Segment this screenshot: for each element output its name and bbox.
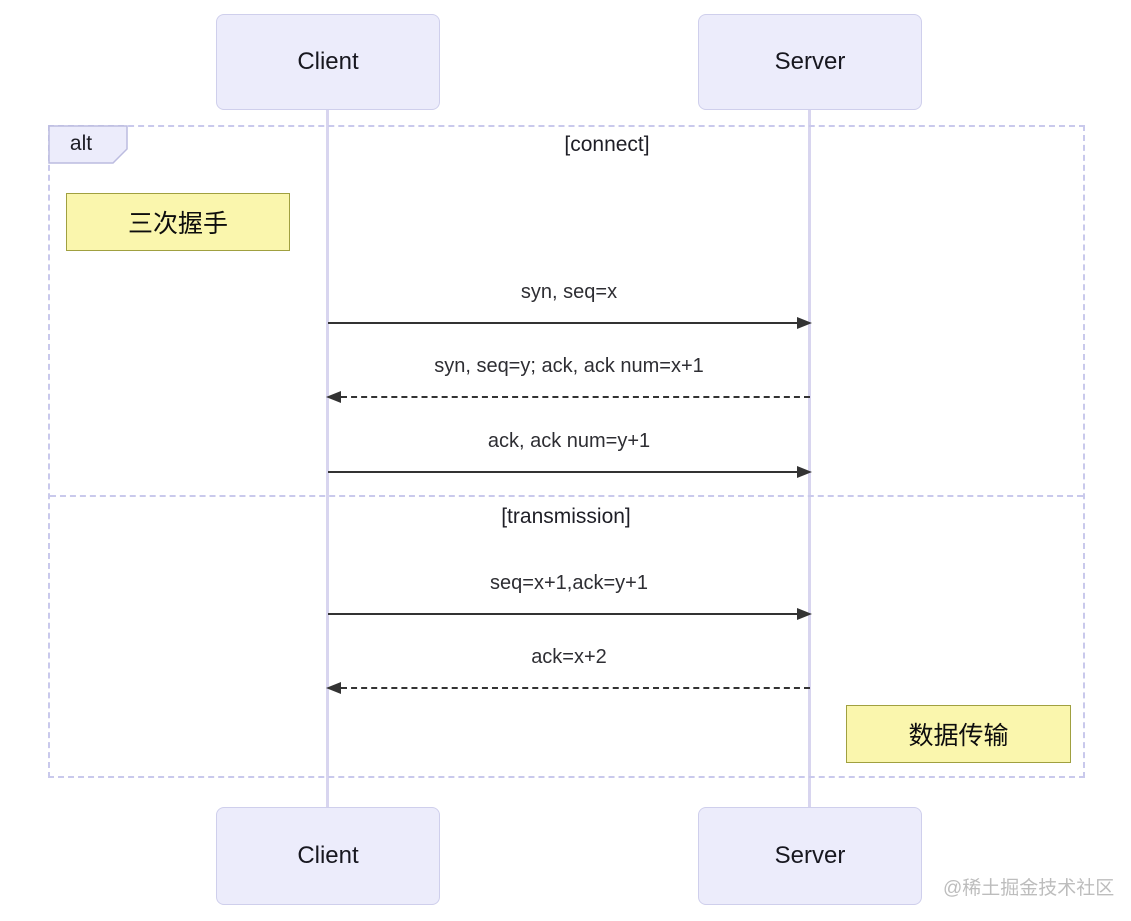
arrowhead-left-icon — [326, 682, 341, 694]
arrowhead-right-icon — [797, 608, 812, 620]
note-three-way-handshake: 三次握手 — [66, 193, 290, 251]
participant-box-client-top: Client — [216, 14, 440, 110]
alt-frame — [48, 125, 1085, 778]
watermark: @稀土掘金技术社区 — [943, 878, 1115, 899]
alt-section-divider — [50, 495, 1083, 497]
participant-box-server-bottom: Server — [698, 807, 922, 905]
lifeline-client — [326, 110, 329, 807]
alt-operator-tab-shape — [48, 125, 128, 164]
message-arrow-line — [328, 613, 798, 615]
participant-box-server-top: Server — [698, 14, 922, 110]
arrowhead-right-icon — [797, 466, 812, 478]
message-arrow-line — [341, 396, 810, 398]
participant-label-server: Server — [774, 842, 846, 869]
note-data-transmission: 数据传输 — [846, 705, 1071, 763]
message-arrow-line — [341, 687, 810, 689]
section-label-connect: [connect] — [564, 133, 650, 156]
message-text: syn, seq=y; ack, ack num=x+1 — [434, 355, 704, 377]
participant-label-client: Client — [297, 842, 359, 869]
section-label-transmission: [transmission] — [501, 505, 631, 528]
message-arrow-line — [328, 471, 798, 473]
participant-label-server: Server — [774, 48, 846, 75]
message-text: syn, seq=x — [520, 281, 618, 303]
participant-box-client-bottom: Client — [216, 807, 440, 905]
participant-label-client: Client — [297, 48, 359, 75]
arrowhead-left-icon — [326, 391, 341, 403]
arrowhead-right-icon — [797, 317, 812, 329]
lifeline-server — [808, 110, 811, 807]
alt-operator-label: alt — [69, 132, 93, 155]
message-text: seq=x+1,ack=y+1 — [490, 572, 648, 594]
message-text: ack=x+2 — [531, 646, 607, 668]
message-text: ack, ack num=y+1 — [487, 430, 651, 452]
message-arrow-line — [328, 322, 798, 324]
